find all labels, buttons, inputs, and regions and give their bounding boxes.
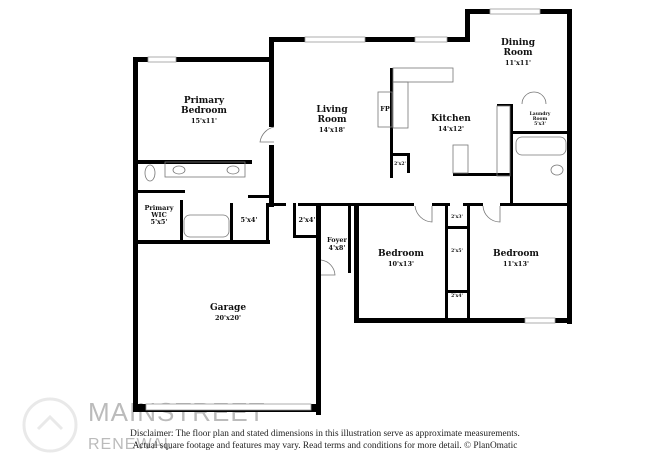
garage-door [145, 403, 312, 411]
fixtures [144, 67, 567, 276]
bathtub [183, 214, 230, 238]
fireplace-label: FP [380, 105, 390, 113]
windows [145, 8, 556, 411]
walls [133, 9, 572, 415]
closet-2x4-hall-label: 2'x4' [451, 293, 463, 299]
closet-5x4-label: 5'x4' [241, 216, 258, 224]
closet-2x3-label: 2'x3' [451, 214, 463, 220]
disclaimer: Disclaimer: The floor plan and stated di… [60, 428, 590, 452]
disclaimer-line-2: Actual square footage and features may v… [132, 441, 518, 451]
closet-2x5-label: 2'x5' [451, 248, 463, 254]
closet-2x4-label: 2'x4' [299, 216, 316, 224]
bathtub [515, 136, 567, 156]
pantry-label: 2'x2' [394, 161, 406, 167]
disclaimer-line-1: Disclaimer: The floor plan and stated di… [130, 429, 520, 439]
fireplace [377, 91, 393, 128]
